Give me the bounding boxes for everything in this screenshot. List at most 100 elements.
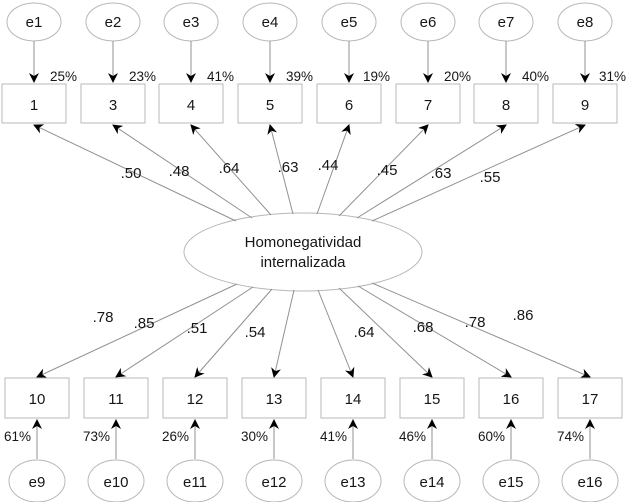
- loading-label: .51: [187, 320, 208, 337]
- variance-label: 19%: [363, 69, 390, 84]
- loading-label: .54: [245, 324, 266, 341]
- indicator-box: [162, 377, 228, 419]
- indicator-box: [399, 377, 465, 419]
- variance-label: 23%: [129, 69, 156, 84]
- indicator-label: 12: [187, 391, 204, 408]
- bottom-indicator-column-15: 15 46% e14: [399, 377, 465, 502]
- indicator-box: [478, 377, 544, 419]
- error-label: e5: [341, 14, 358, 31]
- indicator-box: [473, 83, 539, 124]
- error-label: e8: [577, 14, 594, 31]
- error-label: e15: [498, 474, 523, 491]
- error-label: e4: [262, 14, 279, 31]
- indicator-label: 16: [503, 391, 520, 408]
- bottom-indicator-column-10: 10 61% e9: [4, 377, 70, 502]
- indicator-box: [80, 83, 146, 124]
- indicator-label: 14: [345, 391, 362, 408]
- error-ellipse: [561, 459, 619, 502]
- loading-label: .68: [413, 319, 434, 336]
- error-label: e13: [340, 474, 365, 491]
- indicator-label: 8: [502, 97, 510, 114]
- error-label: e1: [26, 14, 43, 31]
- indicator-label: 9: [581, 97, 589, 114]
- loading-arrow-8: [356, 124, 507, 219]
- bottom-indicator-column-12: 12 26% e11: [162, 377, 228, 502]
- loading-label: .85: [134, 315, 155, 332]
- loading-arrow-14: [317, 289, 355, 378]
- bottom-indicator-column-13: 13 30% e12: [241, 377, 307, 502]
- indicator-box: [552, 83, 618, 124]
- indicator-label: 17: [582, 391, 599, 408]
- variance-label: 20%: [444, 69, 471, 84]
- variance-label: 26%: [162, 429, 189, 444]
- indicator-label: 3: [109, 97, 117, 114]
- error-label: e3: [183, 14, 200, 31]
- indicator-box: [557, 377, 623, 419]
- top-indicator-column-9: e8 31% 9: [552, 2, 626, 124]
- variance-label: 46%: [399, 429, 426, 444]
- loading-label: .50: [121, 165, 142, 182]
- latent-label-line2: internalizada: [260, 254, 346, 271]
- variance-label: 30%: [241, 429, 268, 444]
- loading-label: .64: [354, 324, 375, 341]
- loading-arrow-15: [338, 287, 433, 378]
- indicator-label: 6: [345, 97, 353, 114]
- loading-arrow-6: [316, 124, 351, 215]
- error-ellipse: [8, 459, 66, 502]
- latent-ellipse: [183, 212, 423, 292]
- error-label: e14: [419, 474, 444, 491]
- variance-label: 41%: [207, 69, 234, 84]
- variance-label: 60%: [478, 429, 505, 444]
- top-indicator-column-3: e2 23% 3: [80, 2, 156, 124]
- bottom-indicator-column-11: 11 73% e10: [83, 377, 149, 502]
- loading-label: .63: [431, 165, 452, 182]
- indicator-label: 7: [424, 97, 432, 114]
- variance-label: 61%: [4, 429, 31, 444]
- error-ellipse: [482, 459, 540, 502]
- error-ellipse: [403, 459, 461, 502]
- top-indicator-column-5: e4 39% 5: [237, 2, 313, 124]
- loading-label: .64: [219, 160, 240, 177]
- indicator-label: 15: [424, 391, 441, 408]
- bottom-indicator-column-16: 16 60% e15: [478, 377, 544, 502]
- top-indicator-column-4: e3 41% 4: [158, 2, 234, 124]
- loading-arrow-4: [190, 124, 272, 216]
- error-label: e11: [183, 474, 207, 491]
- indicator-label: 11: [108, 391, 124, 408]
- error-label: e10: [103, 474, 128, 491]
- latent-label-line1: Homonegatividad: [245, 234, 362, 251]
- indicator-label: 1: [30, 97, 38, 114]
- error-ellipse: [166, 459, 224, 502]
- loading-arrow-16: [357, 285, 512, 378]
- indicator-box: [1, 83, 67, 124]
- error-label: e12: [261, 474, 286, 491]
- error-label: e7: [498, 14, 515, 31]
- top-indicator-column-7: e6 20% 7: [395, 2, 471, 124]
- indicator-box: [158, 83, 224, 124]
- top-indicator-column-8: e7 40% 8: [473, 2, 549, 124]
- loading-label: .78: [93, 309, 114, 326]
- loading-label: .78: [465, 314, 486, 331]
- indicator-label: 5: [266, 97, 274, 114]
- top-indicator-column-1: e1 25% 1: [1, 2, 77, 124]
- indicator-label: 10: [29, 391, 46, 408]
- loading-label: .45: [377, 162, 398, 179]
- top-loading-arrows: .50 .48 .64 .63 .44 .45 .63 .55: [33, 124, 586, 222]
- loading-label: .86: [513, 307, 534, 324]
- error-ellipse: [324, 459, 382, 502]
- indicator-box: [4, 377, 70, 419]
- top-indicator-column-6: e5 19% 6: [316, 2, 390, 124]
- variance-label: 41%: [320, 429, 347, 444]
- variance-label: 25%: [50, 69, 77, 84]
- loading-label: .55: [480, 169, 501, 186]
- indicator-label: 4: [187, 97, 195, 114]
- error-label: e6: [420, 14, 437, 31]
- loading-arrow-5: [267, 124, 294, 215]
- loading-arrow-13: [271, 289, 295, 378]
- variance-label: 73%: [83, 429, 110, 444]
- variance-label: 74%: [557, 429, 584, 444]
- loading-arrow-7: [338, 124, 429, 217]
- error-ellipse: [245, 459, 303, 502]
